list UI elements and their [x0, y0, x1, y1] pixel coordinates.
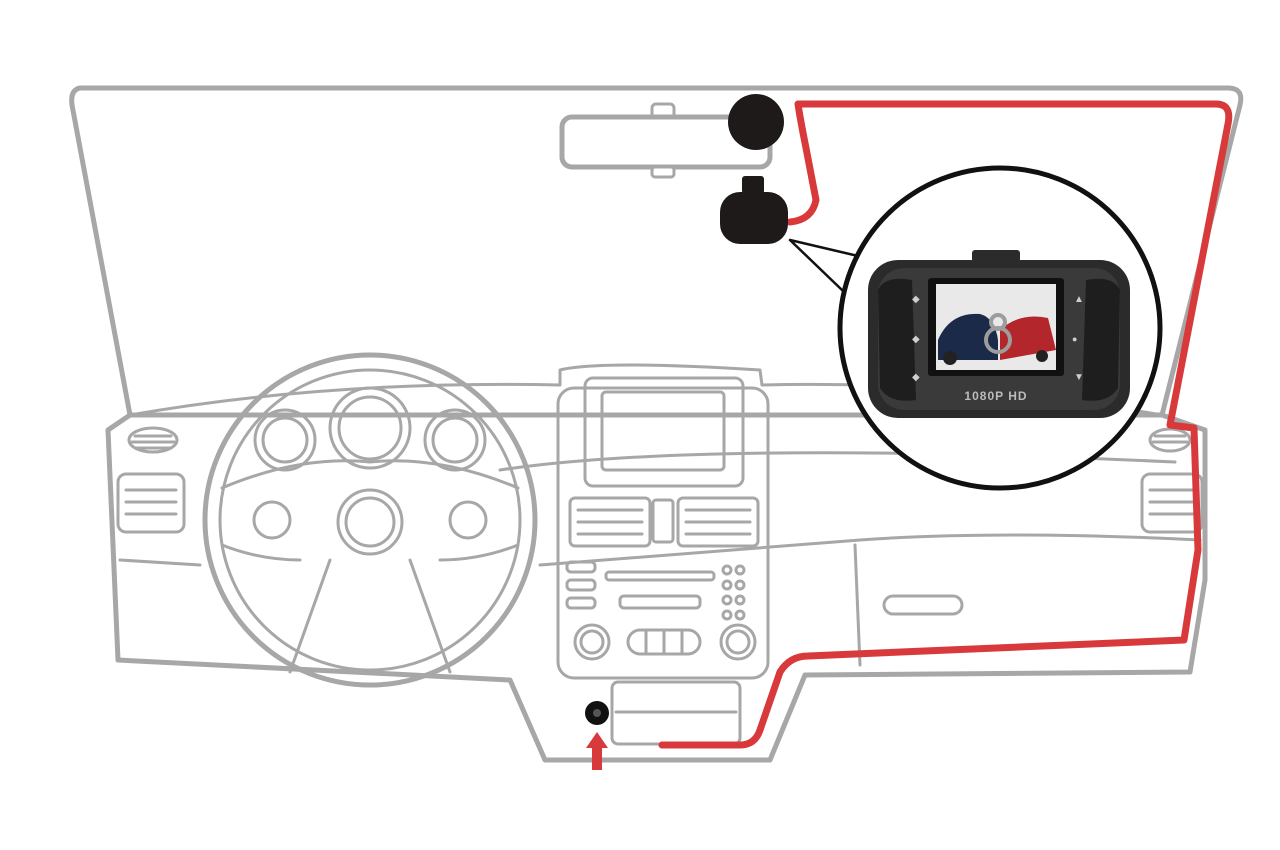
right-side-vent [1140, 472, 1204, 534]
playback-icon: ◆ [912, 372, 920, 383]
menu-icon: ◆ [912, 294, 920, 305]
dashboard-outline [105, 412, 1208, 763]
dash-cam-zoom: ◆ ◆ ◆ ▲ ● ▼ 1080P HD [837, 165, 1163, 491]
power-cable-route [658, 100, 1233, 749]
zoom-callout-lines [788, 238, 860, 292]
down-icon: ▼ [1074, 372, 1084, 383]
dash-cam-mounted [720, 94, 788, 244]
right-speaker [1148, 427, 1192, 453]
glovebox-line [853, 543, 862, 667]
left-speaker [127, 426, 179, 454]
steering-wheel [202, 352, 538, 688]
mode-icon: ◆ [912, 334, 920, 345]
camera-model-label: 1080P HD [964, 389, 1027, 403]
lower-console [610, 680, 742, 746]
instrument-cluster [253, 386, 487, 472]
ok-icon: ● [1072, 334, 1077, 344]
glovebox-handle [882, 594, 964, 616]
dashboard-lower-line [118, 533, 1202, 567]
up-icon: ▲ [1074, 294, 1084, 305]
power-socket [585, 701, 609, 725]
power-socket-arrow-icon [586, 732, 608, 770]
center-console [556, 376, 770, 680]
keypad [721, 564, 746, 621]
left-side-vent [116, 472, 186, 534]
